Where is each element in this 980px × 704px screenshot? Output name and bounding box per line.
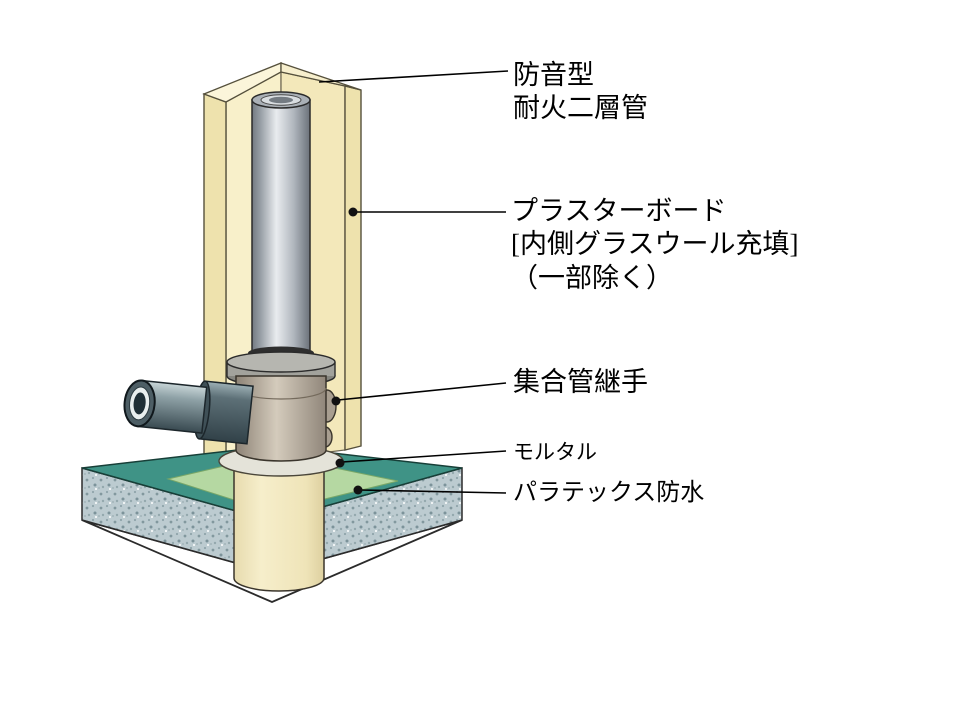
label-soundproof-type: 防音型 xyxy=(513,60,594,90)
branch-pipe-end-core xyxy=(133,392,146,415)
label-collective-joint: 集合管継手 xyxy=(513,367,648,397)
flange-top xyxy=(226,351,336,373)
label-mortar: モルタル xyxy=(513,440,597,464)
leader-dots xyxy=(331,207,363,495)
two-layer-pipe xyxy=(251,91,311,361)
leader-dot-mortar xyxy=(335,458,345,468)
label-glasswool-filling: [内側グラスウール充填] xyxy=(511,229,798,259)
pipe-flange xyxy=(226,346,336,387)
collective-joint xyxy=(235,375,337,462)
leader-line-joint xyxy=(337,382,507,401)
leader-dot-waterproofing xyxy=(353,485,363,495)
label-fireproof-two-layer-pipe: 耐火二層管 xyxy=(513,93,648,123)
leader-line-two-layer-pipe xyxy=(318,70,509,83)
leader-dot-joint xyxy=(331,396,341,406)
label-plasterboard: プラスターボード xyxy=(511,196,726,226)
labels: 防音型 耐火二層管 プラスターボード [内側グラスウール充填] （一部除く） 集… xyxy=(511,60,798,506)
leader-lines xyxy=(318,70,509,494)
label-partially-excluded: （一部除く） xyxy=(511,263,673,293)
label-paratex-waterproofing: パラテックス防水 xyxy=(513,479,704,506)
pipe-top-opening xyxy=(269,96,293,104)
branch-pipe xyxy=(123,379,254,445)
leader-dot-plasterboard xyxy=(348,207,358,217)
under-floor-pipe xyxy=(233,461,325,592)
leader-line-waterproofing xyxy=(359,489,507,494)
plasterboard-right-panel xyxy=(344,85,362,451)
leader-line-mortar xyxy=(341,450,507,463)
vertical-pipe-body xyxy=(251,99,311,361)
